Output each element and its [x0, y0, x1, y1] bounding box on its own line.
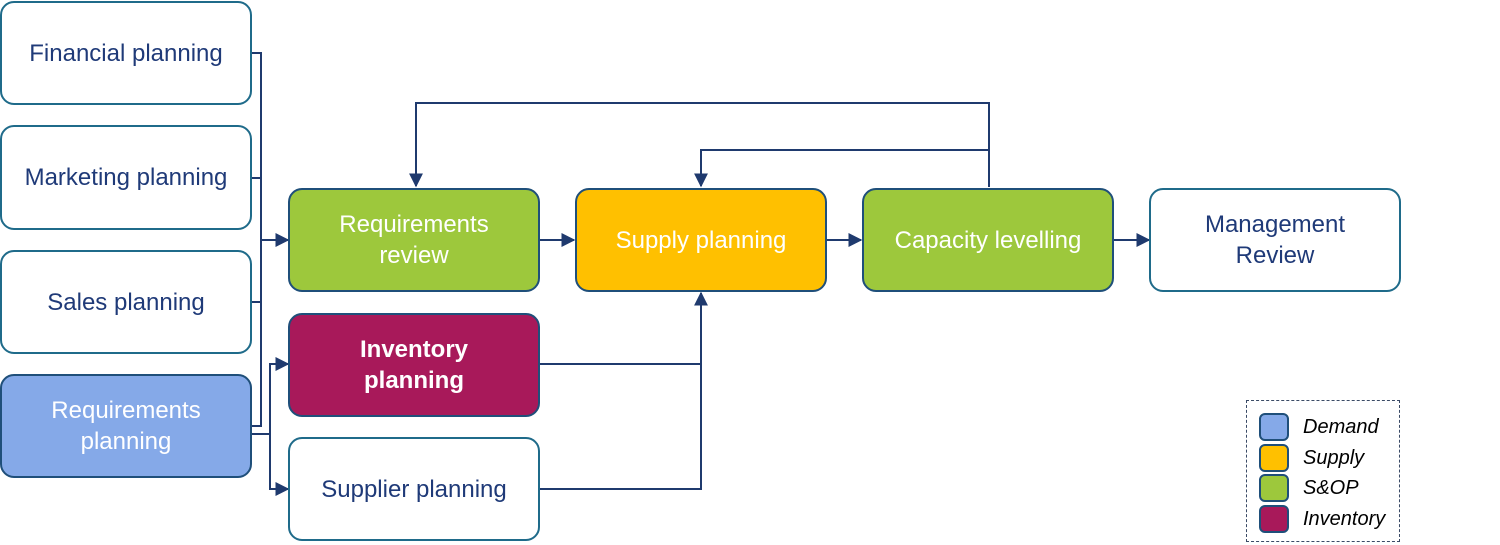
legend-label-inventory: Inventory [1303, 507, 1386, 530]
legend-item-sop: S&OP [1259, 473, 1359, 503]
legend-item-inventory: Inventory [1259, 504, 1385, 534]
requirements-review-label: Requirements review [339, 211, 489, 269]
marketing-planning-node: Marketing planning [0, 125, 252, 230]
legend: Demand Supply S&OP Inventory [1246, 400, 1400, 542]
arrow-to-inventory-planning [269, 357, 290, 434]
supplier-planning-label: Supplier planning [321, 475, 507, 503]
sop-swatch [1259, 474, 1289, 502]
legend-item-supply: Supply [1259, 443, 1364, 473]
marketing-planning-label: Marketing planning [24, 164, 228, 191]
capacity-levelling-label: Capacity levelling [894, 226, 1082, 254]
requirements-review-node: Requirements review [288, 188, 540, 292]
inventory-swatch [1259, 505, 1289, 533]
legend-label-supply: Supply [1303, 446, 1365, 469]
feeder-bus-line [252, 52, 262, 427]
demand-swatch [1259, 413, 1289, 441]
capacity-levelling-node: Capacity levelling [862, 188, 1114, 292]
supply-planning-label: Supply planning [615, 226, 787, 254]
legend-item-demand: Demand [1259, 412, 1379, 442]
sales-planning-node: Sales planning [0, 250, 252, 354]
arrow-supplier-to-supply [540, 291, 708, 490]
feedback-to-requirements-review [409, 102, 990, 188]
sales-planning-label: Sales planning [47, 288, 205, 316]
financial-planning-label: Financial planning [29, 39, 223, 67]
legend-label-demand: Demand [1303, 415, 1379, 438]
legend-label-sop: S&OP [1303, 476, 1359, 499]
financial-planning-node: Financial planning [0, 1, 252, 105]
supply-swatch [1259, 444, 1289, 472]
supply-planning-node: Supply planning [575, 188, 827, 292]
arrow-to-supplier-planning [269, 434, 290, 496]
inventory-planning-node: Inventory planning [288, 313, 540, 417]
requirements-planning-node: Requirements planning [0, 374, 252, 478]
requirements-planning-label: Requirements planning [51, 397, 201, 455]
feedback-to-supply-planning [694, 149, 989, 188]
management-review-label: Management Review [1204, 211, 1346, 269]
management-review-node: Management Review [1149, 188, 1401, 292]
supplier-planning-node: Supplier planning [288, 437, 540, 541]
inventory-planning-label: Inventory planning [359, 336, 469, 394]
